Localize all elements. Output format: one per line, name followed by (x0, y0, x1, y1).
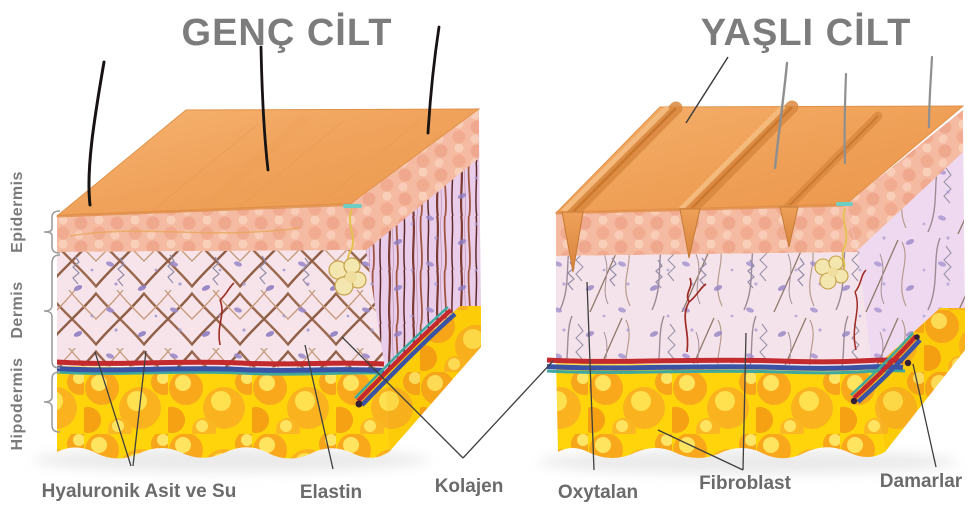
old-top-face (554, 100, 965, 219)
young-dermis-layer (57, 250, 385, 368)
hyaluronic-label: Hyaluronik Asit ve Su (42, 481, 237, 502)
artery-diagonal (852, 334, 918, 400)
artery (546, 357, 904, 365)
young-epidermis-layer (57, 205, 366, 252)
wrinkle-crease (572, 107, 677, 213)
annotation-labels: Hyaluronik Asit ve Su Elastin Kolajen Ox… (42, 471, 963, 503)
old-fibroblast-cluster (814, 255, 849, 290)
gray-hair (927, 55, 934, 129)
vein (56, 366, 385, 373)
sweat-duct-squiggle (841, 207, 848, 273)
collagen-label: Kolajen (435, 476, 504, 497)
vessel-cut-end (355, 400, 363, 408)
young-fibroblast-cluster (328, 257, 367, 296)
wrinkle-crease (787, 115, 879, 208)
vessels-pointer-line (912, 363, 937, 468)
vessels-label: Damarlar (880, 471, 963, 492)
wrinkle-notch (779, 206, 799, 248)
collagen-pointer-line-old (462, 360, 554, 459)
hyaluronic-pointer-line (132, 350, 147, 467)
artery-diagonal (356, 308, 453, 403)
wrinkle-notch (679, 208, 701, 259)
hair (259, 45, 270, 172)
vessel-cut-end (904, 359, 912, 367)
capillary-branch (684, 277, 707, 353)
old-block-shadow (538, 450, 958, 474)
capillary-branch (218, 282, 235, 346)
old-blood-vessels (546, 332, 922, 405)
epidermis-bracket (43, 210, 61, 254)
gray-hair (773, 61, 789, 170)
capillary-branch (853, 269, 867, 351)
old-skin-title: YAŞLI CİLT (701, 12, 912, 54)
vessel-cut-end (914, 334, 920, 340)
wrinkle-ridge-highlight (679, 104, 786, 211)
old-dermis-layer (556, 252, 872, 366)
old-skin-block (546, 55, 965, 459)
young-epidermis-wave (69, 227, 301, 237)
artery (56, 359, 385, 367)
wrinkle-ridge-highlight (561, 105, 670, 214)
lymph-vessel (56, 370, 384, 376)
old-hairs (773, 55, 934, 170)
gland-opening-mark (343, 204, 362, 208)
lymph-vessel (546, 369, 906, 375)
young-skin-crease (314, 119, 421, 209)
hipodermis-bracket (43, 371, 61, 433)
young-skin-crease (196, 114, 309, 216)
gland-opening-mark (836, 202, 853, 206)
young-skin-crease (234, 121, 343, 212)
old-wrinkle-notches (561, 206, 799, 273)
fibroblast-label: Fibroblast (699, 473, 792, 494)
lymph-vessel-diagonal (850, 332, 914, 396)
young-blood-vessels (56, 306, 457, 408)
hyaluronic-pointer-line (94, 351, 132, 467)
oxytalan-label: Oxytalan (558, 482, 638, 503)
hair (426, 25, 441, 135)
vein-diagonal (856, 338, 922, 404)
fibroblast-pointer-line (742, 332, 747, 471)
wrinkle-crease (690, 106, 793, 210)
young-hypodermis-layer (56, 366, 389, 459)
layer-brackets-and-labels: Epidermis Dermis Hipodermis (9, 171, 61, 451)
young-front-lip (56, 203, 351, 218)
vein (546, 364, 904, 371)
vessel-cut-end (850, 397, 858, 405)
wrinkle-notch (561, 211, 584, 273)
oxytalan-pointer-line (586, 281, 595, 471)
lymph-vessel-diagonal (354, 306, 449, 399)
elastin-pointer-line (304, 344, 334, 470)
epidermis-label: Epidermis (9, 171, 26, 253)
old-hypodermis-layer (555, 362, 885, 459)
hair (87, 60, 106, 207)
young-skin-block (55, 25, 481, 459)
collagen-pointer-line-young (341, 336, 464, 459)
young-skin-crease (149, 123, 259, 214)
pointer-lines (94, 56, 937, 471)
young-skin-title: GENÇ CİLT (182, 12, 393, 54)
old-side-face (845, 110, 965, 452)
young-hairs (87, 25, 441, 207)
elastin-label: Elastin (300, 482, 362, 503)
dermis-bracket (43, 254, 61, 369)
hipodermis-label: Hipodermis (9, 357, 26, 450)
titles: GENÇ CİLT YAŞLI CİLT (182, 12, 912, 54)
gray-hair (843, 72, 848, 165)
fibroblast-pointer-line (657, 429, 744, 471)
wrinkle-pointer-line (685, 56, 729, 124)
dermis-label: Dermis (9, 281, 26, 338)
vein-diagonal (360, 312, 457, 407)
